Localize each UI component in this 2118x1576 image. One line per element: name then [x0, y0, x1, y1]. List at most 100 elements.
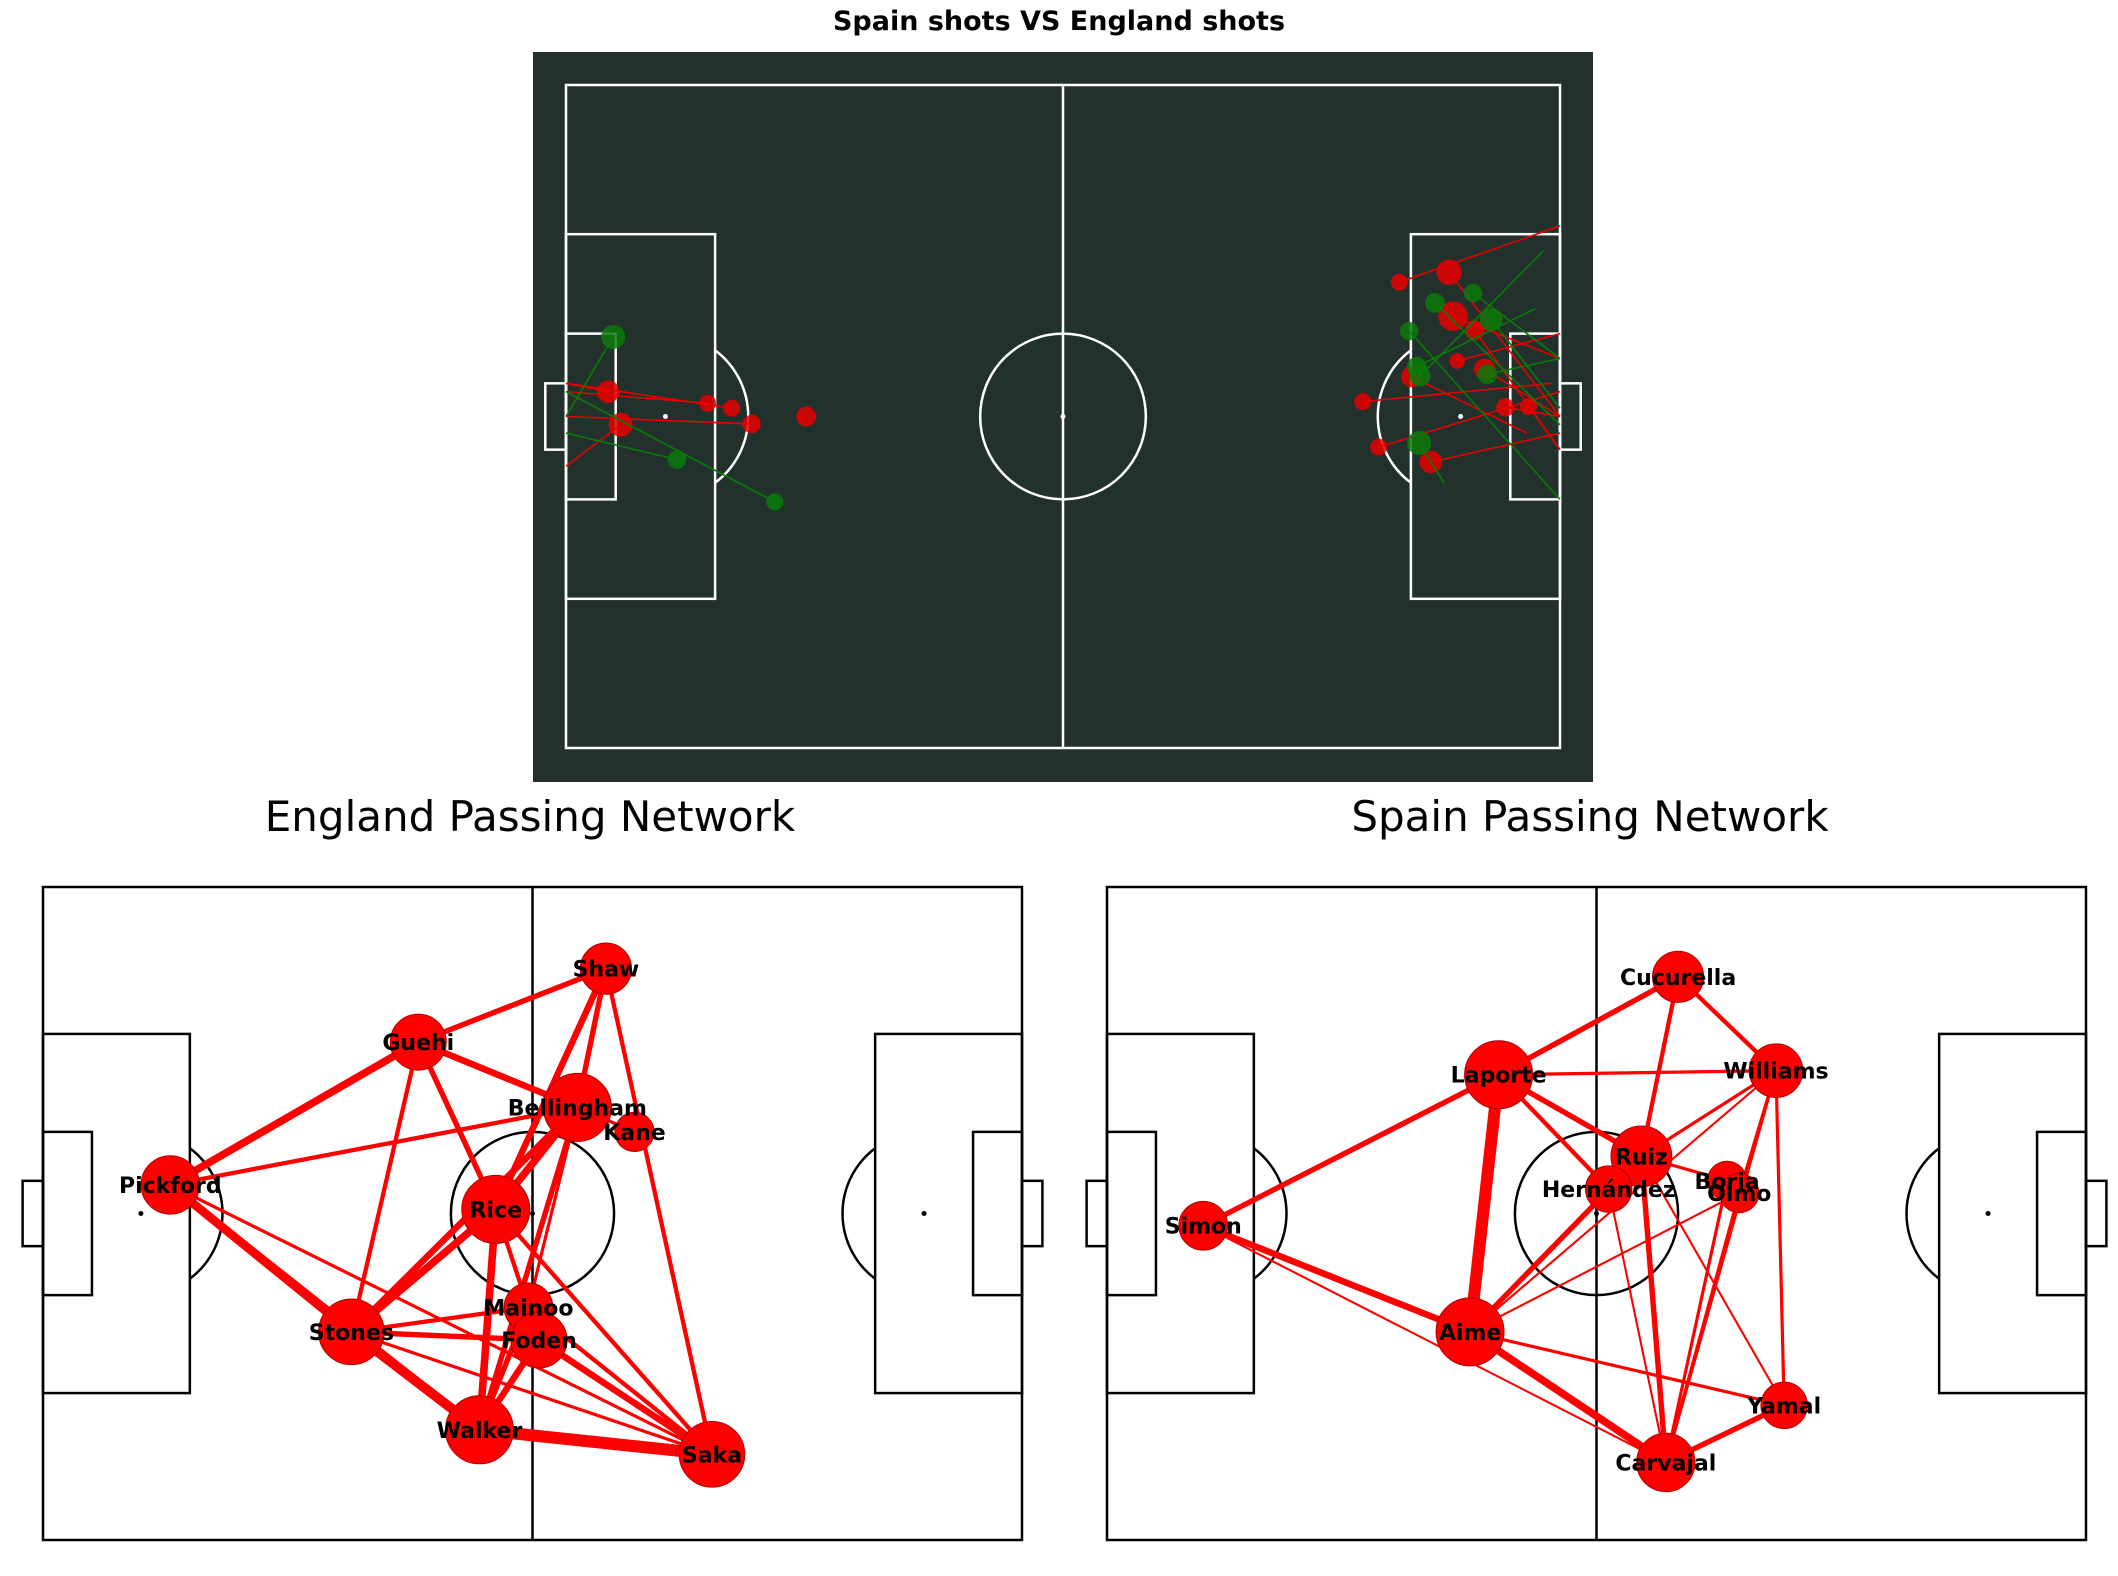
spain-pass-link [1468, 1330, 1786, 1407]
spain-player-label: Aime [1439, 1321, 1501, 1346]
spain-shot-trajectory [1434, 302, 1561, 426]
england-player-node [678, 1420, 746, 1488]
england-player-label: Guehi [382, 1031, 454, 1056]
england-shot-marker [1370, 438, 1388, 456]
england-player-label: Rice [470, 1198, 522, 1223]
england-shot-marker [1449, 353, 1466, 369]
spain-player-node [1435, 1297, 1505, 1367]
england-shot-trajectory [1411, 376, 1528, 434]
england-pass-link [493, 1207, 715, 1457]
spain-player-node [1636, 1432, 1696, 1493]
england-pass-link [535, 1336, 716, 1458]
spain-pass-link [1607, 1187, 1667, 1464]
spain-pass-link [1496, 1069, 1778, 1077]
spain-shot-marker [1406, 356, 1427, 377]
england-shot-marker [1436, 259, 1462, 285]
spain-shot-marker [1479, 308, 1503, 331]
shots-pitch-right-penalty-arc [1376, 349, 1412, 484]
england-shot-trajectory [1484, 368, 1561, 418]
england-shot-trajectory [1399, 225, 1561, 283]
spain-player-node [1748, 1043, 1804, 1098]
spain-player-node [1585, 1165, 1633, 1213]
england-shot-marker [699, 394, 717, 412]
spain-shot-marker [667, 450, 687, 469]
england-network-title: England Passing Network [265, 792, 796, 841]
spain-player-label: Yamal [1746, 1394, 1821, 1419]
spain-pitch-right-six-yard-box [2035, 1130, 2088, 1297]
spain-shot-trajectory [1416, 308, 1536, 368]
spain-player-node [1464, 1040, 1534, 1110]
england-shot-marker [1354, 393, 1372, 411]
england-player-label: Shaw [573, 958, 640, 983]
spain-shot-marker [766, 493, 784, 511]
england-player-label: Pickford [119, 1174, 222, 1199]
england-shot-trajectory [1527, 406, 1561, 451]
england-shot-trajectory [1430, 432, 1561, 463]
england-shot-marker [723, 399, 741, 417]
england-player-label: Mainoo [483, 1296, 573, 1321]
england-player-node [461, 1174, 531, 1244]
spain-pass-link [1774, 1069, 1786, 1407]
spain-player-label: Borja [1694, 1170, 1759, 1195]
england-player-label: Bellingham [508, 1096, 647, 1121]
england-pitch-right-penalty-box [873, 1032, 1024, 1395]
england-pass-link [166, 1038, 423, 1189]
england-shot-marker [1390, 273, 1408, 291]
shots-pitch-left-penalty-spot [662, 414, 668, 419]
england-pitch-left-goal [21, 1179, 45, 1248]
spain-shot-trajectory [1408, 330, 1561, 500]
spain-pass-link [1664, 1179, 1729, 1465]
england-shot-marker [1520, 398, 1538, 416]
spain-pass-link [1466, 1328, 1670, 1467]
spain-shot-marker [1477, 364, 1498, 385]
england-pitch-right-penalty-arc [841, 1147, 876, 1280]
spain-shot-marker [1407, 431, 1432, 456]
england-player-node [389, 1013, 447, 1071]
shots-pitch-center-circle [978, 332, 1148, 501]
england-pitch-left-six-yard-box [41, 1130, 94, 1297]
england-pass-link [168, 1105, 580, 1188]
spain-pass-link [1468, 1192, 1741, 1333]
shots-pitch-center-spot [1060, 414, 1066, 419]
spain-pitch-center-spot [1594, 1211, 1599, 1216]
spain-player-node [1719, 1172, 1760, 1214]
spain-player-label: Cucurella [1620, 966, 1736, 991]
england-player-label: Kane [603, 1121, 665, 1146]
spain-player-label: Carvajal [1615, 1451, 1716, 1476]
england-player-node [140, 1155, 200, 1215]
shots-pitch-right-penalty-spot [1458, 414, 1464, 419]
spain-shot-trajectory [565, 336, 614, 417]
spain-pitch-right-goal [2084, 1179, 2108, 1248]
spain-shot-trajectory [565, 432, 678, 461]
england-player-node [510, 1311, 568, 1369]
england-shot-marker [796, 406, 817, 427]
spain-player-node [1178, 1200, 1229, 1251]
spain-shot-marker [1425, 293, 1445, 313]
spain-player-label: Simon [1165, 1215, 1242, 1240]
england-pass-link [415, 965, 609, 1045]
england-player-node [318, 1298, 385, 1366]
england-pitch-right-goal [1020, 1179, 1044, 1248]
spain-pitch-left-six-yard-box [1105, 1130, 1158, 1297]
spain-player-label: Williams [1723, 1060, 1828, 1085]
spain-pass-link [1200, 1222, 1474, 1336]
england-pass-link [475, 1205, 500, 1434]
england-shot-marker [1496, 398, 1515, 417]
england-shot-marker [596, 380, 620, 403]
england-pass-link [473, 1423, 718, 1461]
spain-shot-trajectory [1472, 292, 1561, 360]
england-player-label: Stones [309, 1321, 394, 1346]
england-pass-link [349, 1039, 421, 1335]
spain-pitch-left-penalty-arc [1253, 1147, 1288, 1280]
spain-shot-trajectory [1486, 357, 1561, 376]
spain-shot-trajectory [1490, 319, 1561, 409]
england-shot-trajectory [1457, 332, 1561, 362]
spain-pass-link [1640, 1155, 1786, 1407]
england-pitch-right-six-yard-box [971, 1130, 1024, 1297]
spain-shot-trajectory [565, 390, 776, 503]
shots-title: Spain shots VS England shots [833, 6, 1285, 37]
england-passing-network: Pickford Guehi ShawBellinghamKaneRiceStone… [21, 885, 1044, 1542]
england-pitch-right-penalty-spot [921, 1211, 927, 1216]
england-player-label: Walker [437, 1419, 523, 1444]
spain-pass-link [1638, 1153, 1669, 1466]
